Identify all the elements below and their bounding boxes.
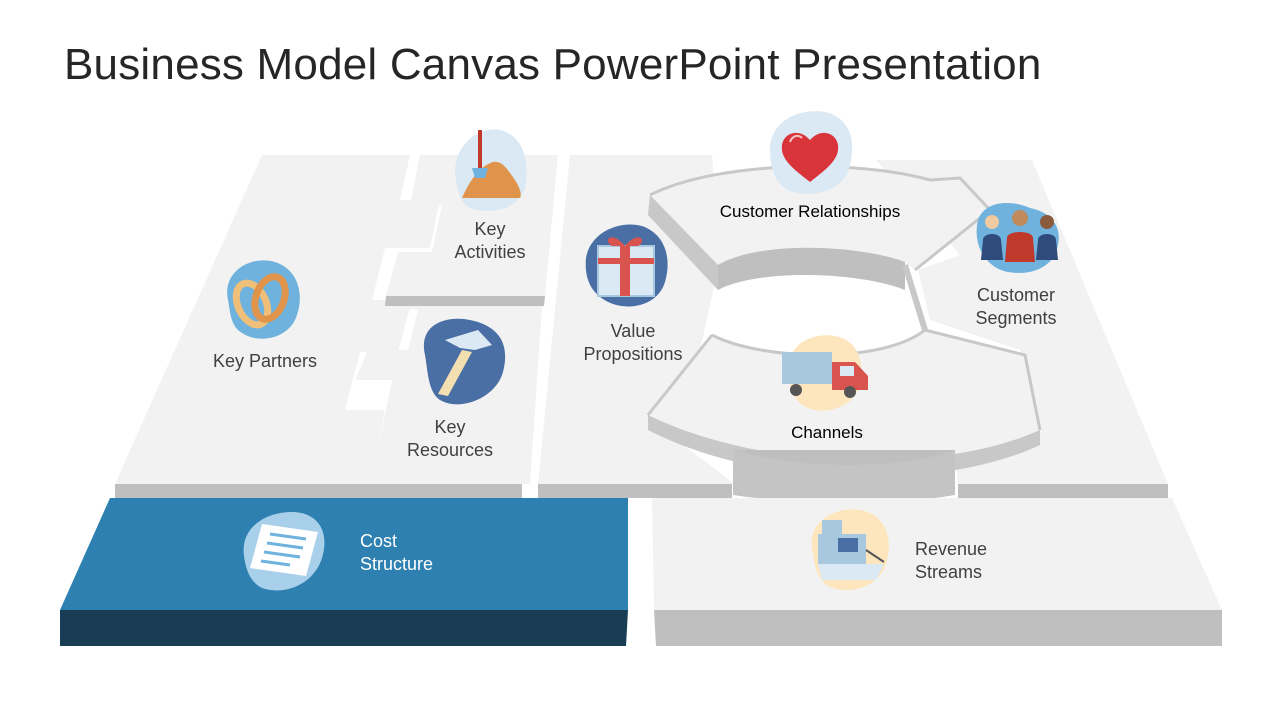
hammer-icon <box>423 318 506 405</box>
value-propositions-line1: Value <box>610 321 656 341</box>
shovel-sand-icon <box>455 129 527 211</box>
cost-structure-line2: Structure <box>360 554 434 574</box>
delivery-truck-icon <box>782 335 868 411</box>
key-partners-text: Key Partners <box>212 351 318 371</box>
customer-segments-label: Customer Segments <box>961 284 1071 330</box>
value-propositions-line2: Propositions <box>583 344 683 364</box>
cost-structure-tile <box>60 498 628 646</box>
revenue-streams-line2: Streams <box>915 562 983 582</box>
customer-relationships-label: Customer Relationships <box>700 200 920 223</box>
cost-structure-line1: Cost <box>360 531 398 551</box>
key-activities-line2: Activities <box>454 242 526 262</box>
channels-text: Channels <box>791 423 863 442</box>
customer-relationships-arc <box>648 165 993 290</box>
gift-box-icon <box>585 224 668 307</box>
key-resources-label: Key Resources <box>400 416 500 462</box>
channels-label: Channels <box>777 421 877 444</box>
document-list-icon <box>243 512 325 591</box>
people-group-icon <box>976 203 1059 273</box>
key-activities-label: Key Activities <box>440 218 540 264</box>
slide-title: Business Model Canvas PowerPoint Present… <box>64 40 1042 89</box>
heart-icon <box>770 111 853 194</box>
revenue-streams-line1: Revenue <box>915 539 988 559</box>
cost-structure-label: Cost Structure <box>360 530 480 576</box>
value-propositions-label: Value Propositions <box>573 320 693 366</box>
key-partners-label: Key Partners <box>200 350 330 373</box>
key-activities-line1: Key <box>474 219 506 239</box>
key-resources-line1: Key <box>434 417 466 437</box>
customer-relationships-text: Customer Relationships <box>719 202 901 221</box>
customer-segments-line2: Segments <box>975 308 1057 328</box>
customer-segments-line1: Customer <box>976 285 1056 305</box>
key-resources-line2: Resources <box>406 440 494 460</box>
rings-icon <box>227 260 300 339</box>
revenue-streams-tile <box>652 498 1222 646</box>
cash-register-icon <box>811 509 889 591</box>
revenue-streams-label: Revenue Streams <box>915 538 1035 584</box>
